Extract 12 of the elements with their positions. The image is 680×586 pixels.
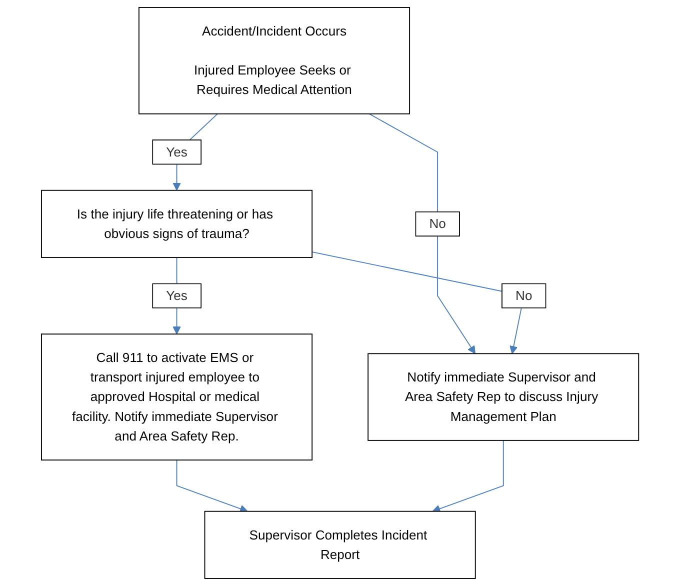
node-box: Supervisor Completes Incident Report [204, 510, 476, 579]
edge-label: Yes [166, 144, 188, 160]
arrow [368, 113, 476, 354]
arrow [432, 440, 504, 513]
node-box: Call 911 to activate EMS or transport injured employee to approved Hospital or medical facility. Notify immediate Supervisor and Area Safety Rep. [40, 334, 312, 460]
node-box: Notify immediate Supervisor and Area Safety Rep to discuss Injury Management Plan [368, 353, 640, 441]
arrow [176, 460, 248, 513]
node-box: Accident/Incident Occurs Injured Employee Seeks or Requires Medical Attention [138, 7, 410, 114]
edge-label: Yes [166, 288, 188, 303]
edge-label: No [515, 288, 532, 303]
node-box: Is the injury life threatening or has obvious signs of trauma? [40, 190, 312, 258]
edge-label: No [429, 216, 446, 231]
